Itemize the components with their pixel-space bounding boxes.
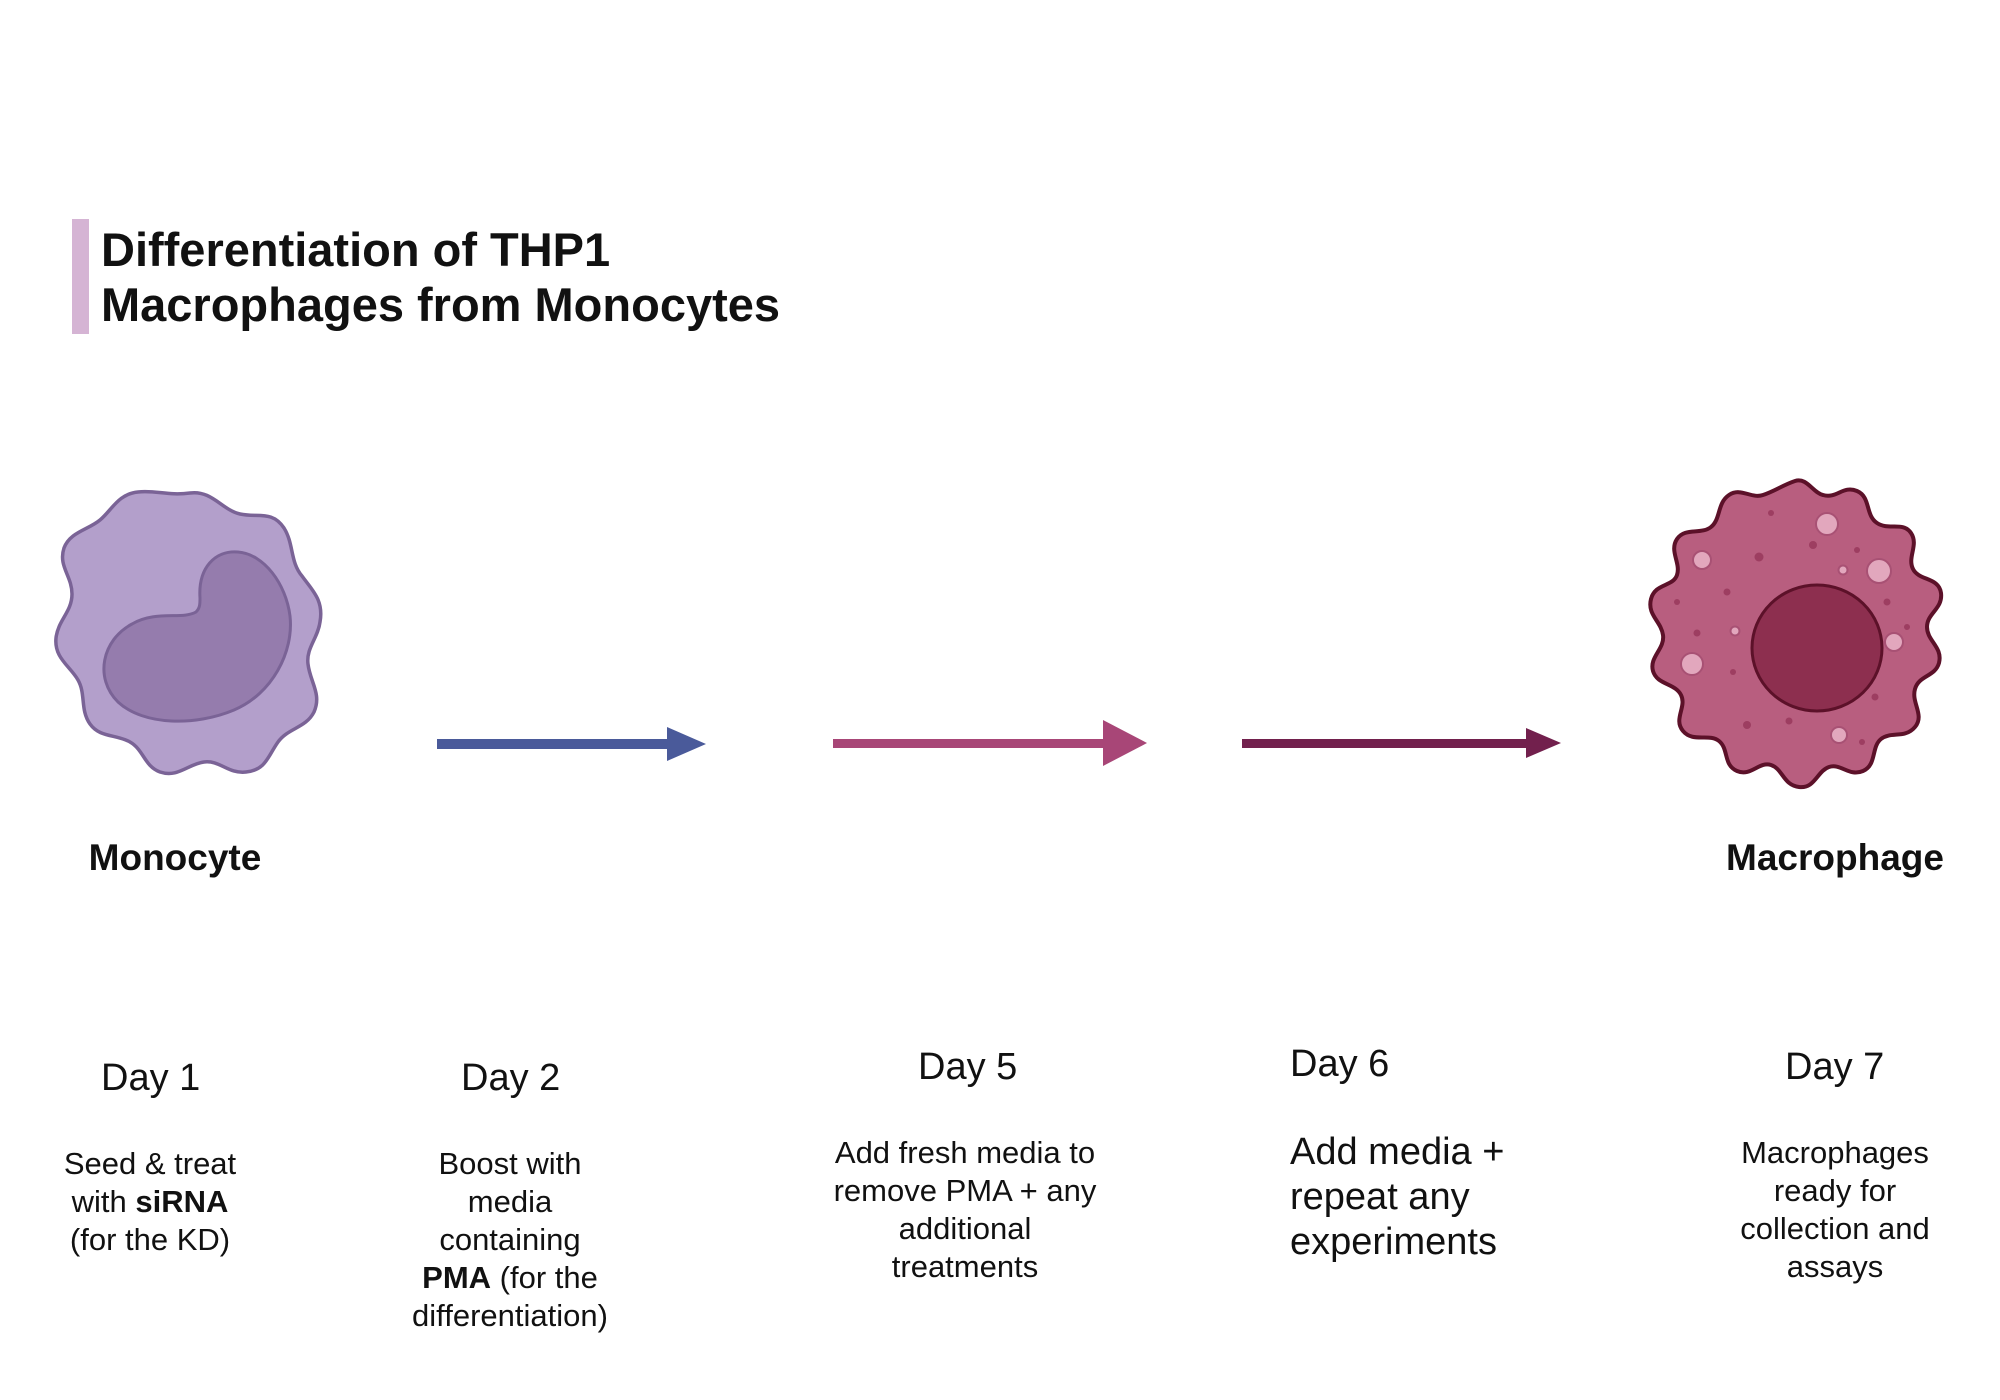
step-5-line-1: Macrophages bbox=[1741, 1135, 1929, 1170]
step-1-text: with bbox=[71, 1184, 136, 1219]
step-4-line-3: experiments bbox=[1290, 1221, 1497, 1263]
step-4-line-2: repeat any bbox=[1290, 1176, 1470, 1218]
step-3-day: Day 5 bbox=[918, 1046, 1018, 1088]
granule bbox=[1723, 588, 1731, 596]
step-1-line-3: (for the KD) bbox=[69, 1222, 231, 1257]
macrophage-granules bbox=[1674, 510, 1910, 745]
step-5-line-2: ready for bbox=[1773, 1173, 1897, 1208]
step-3-description: Add fresh media to remove PMA + any addi… bbox=[815, 1134, 1115, 1286]
arrow-3-shaft bbox=[1242, 739, 1532, 748]
step-5-description: Macrophages ready for collection and ass… bbox=[1705, 1134, 1965, 1286]
macrophage-vacuoles bbox=[1680, 512, 1904, 744]
granule bbox=[1674, 599, 1680, 605]
step-2-text: (for the bbox=[491, 1260, 598, 1295]
arrow-3-head bbox=[1526, 728, 1561, 758]
title-accent-bar bbox=[72, 219, 89, 334]
arrow-3-icon bbox=[1242, 728, 1561, 758]
step-5-day: Day 7 bbox=[1785, 1046, 1885, 1088]
step-4-day: Day 6 bbox=[1290, 1043, 1390, 1085]
step-5-line-3: collection and bbox=[1740, 1211, 1930, 1246]
arrow-1-head bbox=[667, 727, 706, 761]
granule bbox=[1854, 547, 1860, 553]
title-line-2: Macrophages from Monocytes bbox=[101, 278, 781, 331]
step-2-line-3: containing bbox=[439, 1222, 581, 1257]
step-2-description: Boost with media containing PMA (for the… bbox=[380, 1145, 640, 1335]
step-2-line-5: differentiation) bbox=[412, 1298, 608, 1333]
granule bbox=[1859, 739, 1865, 745]
step-3-line-4: treatments bbox=[891, 1249, 1039, 1284]
step-2-line-2: media bbox=[467, 1184, 553, 1219]
macrophage-label: Macrophage bbox=[1726, 837, 1944, 878]
granule bbox=[1730, 669, 1736, 675]
step-4-line-1: Add media + bbox=[1290, 1131, 1505, 1173]
arrow-2-icon bbox=[833, 720, 1147, 766]
granule bbox=[1809, 541, 1817, 549]
macrophage-nucleus bbox=[1750, 583, 1884, 713]
step-1-description: Seed & treat with siRNA (for the KD) bbox=[30, 1145, 270, 1259]
step-2-day: Day 2 bbox=[461, 1057, 561, 1099]
title-line-1: Differentiation of THP1 bbox=[101, 223, 611, 276]
granule bbox=[1754, 552, 1764, 562]
vacuole bbox=[1680, 652, 1704, 676]
pma-term: PMA bbox=[422, 1260, 492, 1295]
arrow-1-icon bbox=[437, 727, 706, 761]
step-1-line-2: with siRNA bbox=[30, 1183, 270, 1221]
vacuole bbox=[1815, 512, 1839, 536]
step-3-line-1: Add fresh media to bbox=[834, 1135, 1096, 1170]
vacuole bbox=[1692, 550, 1712, 570]
diagram-title: Differentiation of THP1 Macrophages from… bbox=[101, 222, 1001, 332]
monocyte-label: Monocyte bbox=[88, 837, 262, 878]
step-5-line-4: assays bbox=[1786, 1249, 1884, 1284]
step-3-line-3: additional bbox=[898, 1211, 1032, 1246]
vacuole bbox=[1866, 558, 1892, 584]
granule bbox=[1693, 629, 1701, 637]
step-2-line-1: Boost with bbox=[438, 1146, 582, 1181]
sirna-term: siRNA bbox=[135, 1184, 229, 1219]
granule bbox=[1743, 721, 1751, 729]
granule bbox=[1768, 510, 1774, 516]
monocyte-cell-icon bbox=[54, 489, 323, 776]
arrow-2-head bbox=[1103, 720, 1147, 766]
granule bbox=[1904, 624, 1910, 630]
step-4-description: Add media + repeat any experiments bbox=[1290, 1130, 1590, 1265]
granule bbox=[1871, 693, 1879, 701]
granule bbox=[1883, 598, 1891, 606]
arrow-2-shaft bbox=[833, 739, 1113, 748]
macrophage-cell-icon bbox=[1648, 478, 1944, 790]
step-1-day: Day 1 bbox=[101, 1057, 201, 1099]
arrow-1-shaft bbox=[437, 739, 675, 749]
vacuole bbox=[1830, 726, 1848, 744]
step-3-line-2: remove PMA + any bbox=[833, 1173, 1097, 1208]
monocyte-nucleus bbox=[102, 550, 292, 723]
vacuole bbox=[1729, 625, 1741, 637]
granule bbox=[1785, 717, 1793, 725]
vacuole bbox=[1837, 564, 1849, 576]
step-2-line-4: PMA (for the bbox=[380, 1259, 640, 1297]
step-1-line-1: Seed & treat bbox=[63, 1146, 237, 1181]
vacuole bbox=[1884, 632, 1904, 652]
